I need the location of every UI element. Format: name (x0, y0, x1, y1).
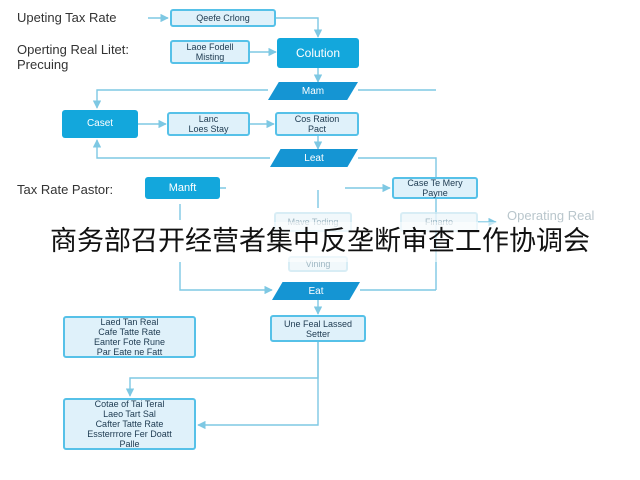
label-operating-real-right: Operating Real (507, 208, 595, 223)
node-left-block-bottom[interactable]: Cotae of Tai Teral Laeo Tart Sal Cafter … (63, 398, 196, 450)
node-case-mery[interactable]: Case Te Mery Payne (392, 177, 478, 199)
node-cos-ration[interactable]: Cos Ration Pact (275, 112, 359, 136)
label-operating-real: Operting Real Litet: Precuing (17, 42, 130, 72)
node-eat[interactable]: Eat (272, 282, 360, 300)
node-caset[interactable]: Caset (62, 110, 138, 138)
label-tax-rate-pastor: Tax Rate Pastor: (17, 182, 114, 197)
node-left-block-top[interactable]: Laed Tan Real Cafe Tatte Rate Eanter Fot… (63, 316, 196, 358)
node-man-top[interactable]: Mam (268, 82, 358, 100)
node-une-feal[interactable]: Une Feal Lassed Setter (270, 315, 366, 342)
node-leat[interactable]: Leat (270, 149, 358, 167)
node-colution[interactable]: Colution (277, 38, 359, 68)
node-lanc-stay[interactable]: Lanc Loes Stay (167, 112, 250, 136)
node-laoe-fodell[interactable]: Laoe Fodell Misting (170, 40, 250, 64)
node-quote-crong[interactable]: Qeefe Crlong (170, 9, 276, 27)
overlay-headline: 商务部召开经营者集中反垄断审查工作协调会 (0, 222, 640, 262)
label-tax-rate: Upeting Tax Rate (17, 10, 117, 25)
node-manft[interactable]: Manft (145, 177, 220, 199)
